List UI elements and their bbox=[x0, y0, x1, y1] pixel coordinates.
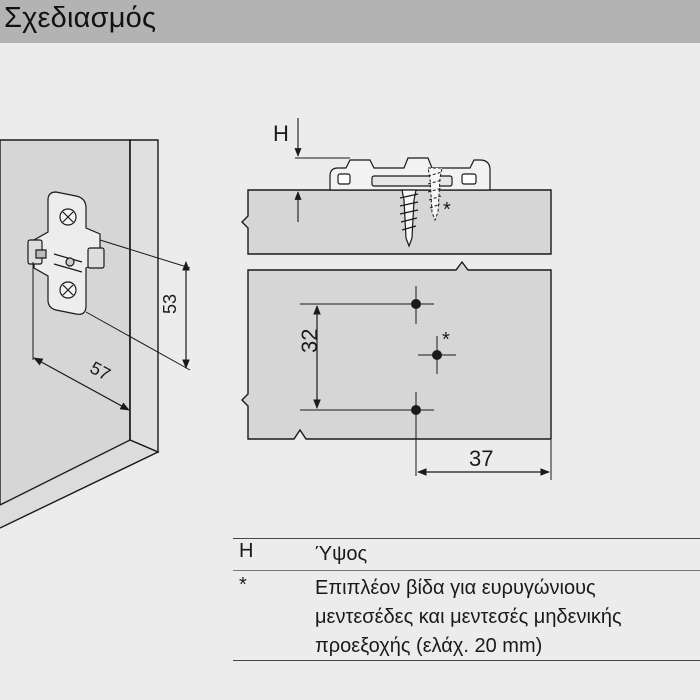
legend-mid-rule bbox=[233, 570, 700, 571]
section-view bbox=[241, 157, 552, 255]
dim-53-label: 53 bbox=[160, 294, 180, 314]
legend-symbol: H bbox=[239, 540, 254, 562]
page-title: Σχεδιασμός bbox=[4, 2, 157, 34]
plate-profile bbox=[329, 157, 491, 191]
technical-drawing: 57 53 * H bbox=[0, 118, 552, 529]
screw-extra bbox=[427, 167, 443, 222]
cabinet-bottom bbox=[0, 439, 160, 529]
front-asterisk: * bbox=[442, 329, 450, 351]
dim-37-label: 37 bbox=[469, 446, 493, 471]
legend-row-h: H Ύψος bbox=[233, 540, 700, 570]
legend-row-asterisk: * Επιπλέον βίδα για ευρυγώνιους μεντεσέδ… bbox=[233, 574, 700, 661]
title-bar: Σχεδιασμός bbox=[0, 0, 700, 43]
section-asterisk: * bbox=[443, 199, 451, 221]
isometric-view bbox=[0, 139, 191, 529]
mounting-plate bbox=[27, 191, 105, 315]
board-front bbox=[241, 260, 552, 440]
legend-table: H Ύψος * Επιπλέον βίδα για ευρυγώνιους μ… bbox=[233, 540, 700, 661]
legend-description: Επιπλέον βίδα για ευρυγώνιους μεντεσέδες… bbox=[315, 577, 622, 657]
legend-bottom-rule bbox=[233, 660, 700, 661]
hole-bottom bbox=[300, 392, 434, 476]
legend-description: Ύψος bbox=[315, 543, 368, 565]
cabinet-edge bbox=[129, 139, 159, 454]
board-section bbox=[241, 189, 552, 255]
dim-h-label: H bbox=[273, 121, 289, 146]
hole-extra bbox=[418, 336, 456, 374]
legend-symbol: * bbox=[239, 574, 247, 596]
legend-top-rule bbox=[233, 538, 700, 539]
h-dimension bbox=[294, 118, 350, 222]
front-view bbox=[241, 260, 552, 440]
dim-32-label: 32 bbox=[297, 329, 322, 353]
hole-top bbox=[300, 286, 434, 324]
screw-main bbox=[399, 189, 419, 248]
